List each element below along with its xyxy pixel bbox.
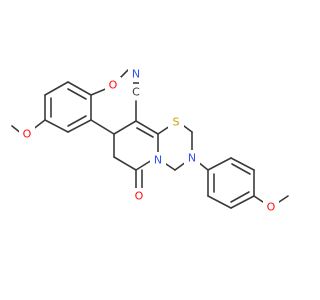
bond <box>135 159 153 171</box>
bond <box>207 195 232 209</box>
atom-labels: C N S N N O O O O <box>19 66 279 215</box>
bond <box>67 88 87 100</box>
atom-c-nitrile: C <box>132 86 140 99</box>
atom-n-amine: N <box>188 152 196 165</box>
bond <box>67 119 92 133</box>
atom-n-ring: N <box>154 154 162 167</box>
bond <box>113 120 137 135</box>
bonds <box>11 69 289 209</box>
bond <box>67 81 92 96</box>
bond <box>44 119 69 133</box>
bond <box>230 191 250 203</box>
atom-o-para-methoxy-right: O <box>267 201 276 214</box>
bond <box>136 127 154 138</box>
bond <box>67 115 87 127</box>
bond <box>230 157 255 171</box>
atom-o-carbonyl: O <box>135 190 144 203</box>
bond <box>44 81 69 96</box>
bond <box>230 195 255 209</box>
atom-n-nitrile: N <box>132 68 140 81</box>
bond <box>90 119 115 135</box>
atom-s-ring: S <box>173 116 180 129</box>
bond <box>135 120 159 135</box>
atom-o-para-methoxy-left: O <box>23 128 32 141</box>
bond <box>231 163 251 175</box>
bond <box>113 156 137 171</box>
bond <box>207 157 232 171</box>
atom-o-ortho-methoxy: O <box>109 79 118 92</box>
molecule-structure-diagram: C N S N N O O O O <box>11 66 289 215</box>
